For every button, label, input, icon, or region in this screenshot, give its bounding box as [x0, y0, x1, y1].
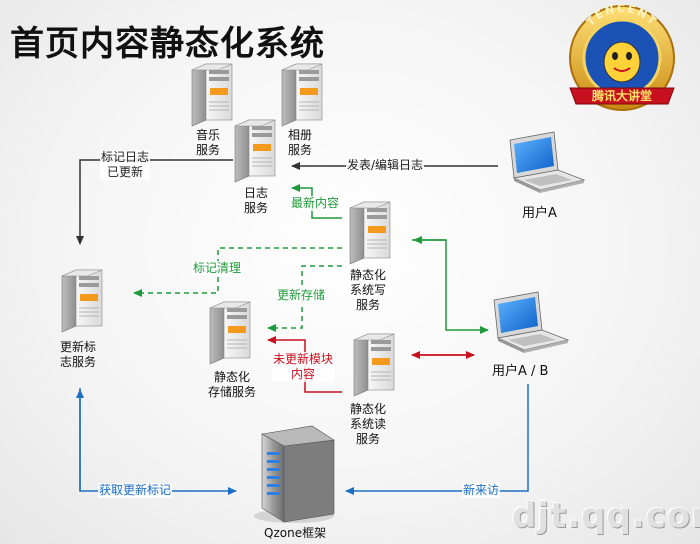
tencent-logo-icon: TENCENT 腾讯大讲堂 [569, 2, 675, 111]
edge-label-new-visit: 新来访 [462, 483, 501, 498]
music-service-label: 音乐 服务 [196, 128, 221, 157]
static-write-label: 静态化 系统写 服务 [350, 268, 387, 312]
edge-log-to-update-mark [76, 159, 233, 245]
edge-label-latest: 最新内容 [290, 196, 341, 211]
edge-label-update-store: 更新存储 [276, 288, 327, 303]
album-service-label: 相册 服务 [288, 128, 313, 157]
static-store-server-icon [209, 301, 251, 365]
edge-update-store [267, 265, 342, 332]
static-read-server-icon [353, 333, 395, 397]
edge-write-to-user-ab [412, 236, 489, 334]
page-title: 首页内容静态化系统 [10, 24, 325, 64]
site-watermark: djt.qq.com [512, 496, 700, 536]
edge-label-get-mark: 获取更新标记 [98, 483, 173, 498]
user-a-label: 用户A [522, 206, 557, 221]
static-read-label: 静态化 系统读 服务 [350, 402, 387, 446]
edge-new-visit [345, 384, 529, 495]
log-service-server-icon [234, 119, 276, 183]
edge-label-mark-updated: 标记日志 已更新 [100, 150, 151, 180]
static-write-server-icon [349, 201, 391, 265]
qzone-framework-server-icon [254, 425, 335, 523]
user-ab-label: 用户A / B [492, 364, 549, 379]
update-mark-server-icon [61, 269, 103, 333]
qzone-framework-label: Qzone框架 [264, 526, 327, 540]
update-mark-label: 更新标 志服务 [60, 340, 97, 369]
log-service-label: 日志 服务 [244, 186, 269, 215]
edge-get-update-mark [76, 388, 237, 495]
logo-ribbon-text: 腾讯大讲堂 [591, 88, 652, 103]
user-ab-laptop-icon [493, 291, 569, 354]
edge-label-clean-mark: 标记清理 [192, 261, 243, 276]
user-a-laptop-icon [509, 131, 585, 194]
static-store-label: 静态化 存储服务 [208, 370, 257, 399]
edge-label-not-updated: 未更新模块 内容 [272, 352, 335, 382]
edge-label-publish: 发表/编辑日志 [346, 158, 425, 173]
music-service-server-icon [191, 63, 233, 127]
album-service-server-icon [281, 63, 323, 127]
